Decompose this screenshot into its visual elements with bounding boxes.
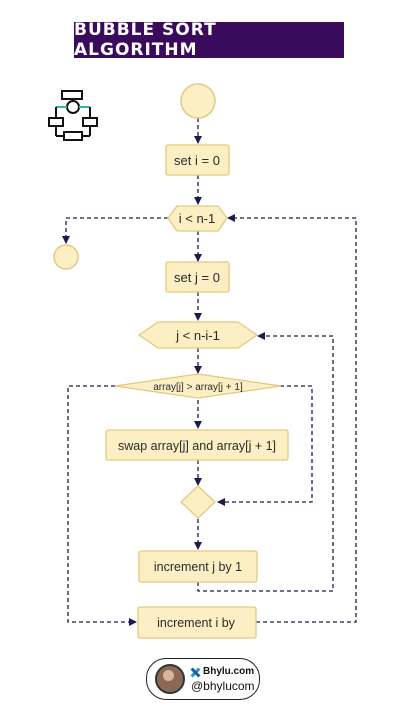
set-i-label: set i = 0 xyxy=(174,153,220,168)
inc-j-node xyxy=(138,550,258,583)
author-handle: @bhylucom xyxy=(191,679,255,693)
brand-x-icon xyxy=(191,668,200,677)
flowchart-logo-icon xyxy=(48,90,98,141)
compare-node xyxy=(114,373,282,399)
inc-j-label: increment j by 1 xyxy=(154,560,242,574)
start-node xyxy=(180,83,216,119)
compare-label: array[j] > array[j + 1] xyxy=(153,382,243,393)
set-i-node xyxy=(165,144,230,176)
set-j-node xyxy=(165,261,230,293)
cond-j-node xyxy=(137,321,259,349)
author-badge[interactable]: Bhylu.com @bhylucom xyxy=(146,658,260,700)
inc-i-label: increment i by xyxy=(157,616,236,630)
connectors xyxy=(62,118,357,626)
swap-label: swap array[j] and array[j + 1] xyxy=(118,439,276,453)
merge-node xyxy=(180,485,216,519)
site-name: Bhylu.com xyxy=(203,666,255,677)
cond-i-node xyxy=(167,205,228,232)
end-node xyxy=(53,244,79,270)
page-title: BUBBLE SORT ALGORITHM xyxy=(74,20,344,60)
inc-i-node xyxy=(137,606,257,639)
swap-node xyxy=(105,429,289,461)
cond-j-label: j < n-i-1 xyxy=(175,328,220,343)
set-j-label: set j = 0 xyxy=(174,270,220,285)
avatar xyxy=(155,664,185,694)
cond-i-label: i < n-1 xyxy=(179,211,216,226)
